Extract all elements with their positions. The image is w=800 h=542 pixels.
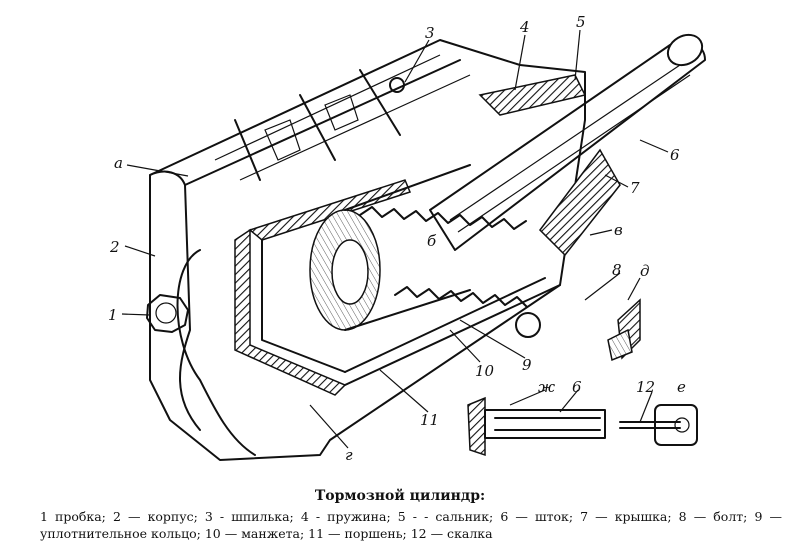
callout-b: б: [427, 232, 437, 250]
callout-6-rod: 6: [670, 146, 680, 164]
spring: [359, 206, 528, 308]
callout-4: 4: [519, 18, 530, 36]
leader-lines: [121, 29, 669, 449]
callout-3: 3: [425, 24, 435, 42]
callout-9: 9: [522, 356, 532, 374]
brake-cylinder-cutaway-drawing: 1 2 3 4 5 6 7 в 8 д 9 10 11 г а б ж 6 12…: [108, 13, 706, 464]
rod-assembly-detail: [467, 396, 698, 457]
stud: [389, 77, 405, 93]
callout-6-detail: 6: [572, 378, 582, 396]
callout-a: а: [114, 154, 123, 172]
callout-zh: ж: [538, 378, 555, 396]
rod: [429, 33, 706, 251]
callout-10: 10: [475, 362, 495, 380]
cover: [478, 74, 621, 257]
callout-5: 5: [576, 13, 586, 31]
callout-v: в: [614, 221, 623, 239]
callout-2: 2: [109, 238, 120, 256]
caption-title: Тормозной цилиндр:: [314, 488, 486, 504]
caption-legend: 1 пробка; 2 — корпус; 3 - шпилька; 4 - п…: [40, 509, 782, 541]
callout-e: е: [677, 378, 686, 396]
bolt: [515, 312, 541, 338]
seal-ring-detail: [607, 298, 641, 362]
callout-d: д: [640, 262, 650, 280]
callout-12: 12: [636, 378, 655, 396]
plug: [146, 294, 189, 333]
callout-g: г: [345, 446, 353, 464]
piston: [309, 164, 471, 331]
callout-11: 11: [420, 411, 439, 429]
callout-8: 8: [612, 261, 622, 279]
cylinder-wall-section: [234, 179, 561, 396]
callout-7: 7: [630, 179, 640, 197]
figure-caption: Тормозной цилиндр: 1 пробка; 2 — корпус;…: [0, 488, 800, 542]
callout-1: 1: [108, 306, 118, 324]
